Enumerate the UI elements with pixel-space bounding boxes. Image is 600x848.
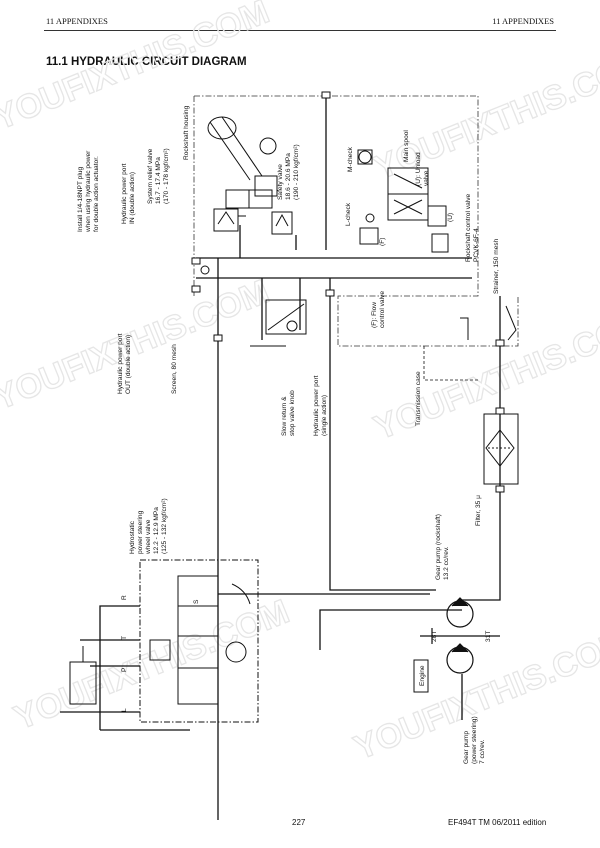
page-title: 11.1 HYDRAULIC CIRCUIT DIAGRAM	[46, 56, 247, 68]
label-main-spool: Main spool	[403, 130, 410, 162]
label-gear-pump-rockshaft: Gear pump (rockshaft) 13.2 cc/rev.	[435, 512, 450, 580]
system-relief-valve	[213, 208, 246, 232]
rockshaft-control-valve	[357, 149, 449, 253]
label-port-l: L	[121, 708, 128, 712]
label-steering-valve: Hydrostatic power steering wheel valve 1…	[129, 498, 168, 555]
engine-box	[413, 659, 429, 693]
label-port-p: P	[121, 667, 128, 672]
svg-text:YOUFIXTHIS.COM: YOUFIXTHIS.COM	[0, 0, 274, 137]
hydraulic-lines	[60, 98, 501, 820]
label-rockshaft-housing: Rockshaft housing	[183, 105, 190, 160]
label-port-out: Hydraulic power port OUT (double action)	[117, 332, 132, 394]
header-rule	[44, 30, 556, 31]
page-number: 227	[292, 818, 306, 827]
label-screen: Screen, 80 mesh	[171, 344, 178, 394]
svg-text:YOUFIXTHIS.COM: YOUFIXTHIS.COM	[0, 273, 274, 418]
label-28t: 28T	[431, 631, 438, 642]
dashed-return-lines	[423, 346, 480, 381]
label-port-r: R	[121, 595, 128, 600]
label-l-check: L-check	[345, 202, 352, 226]
safety-valve	[271, 211, 293, 235]
label-strainer: Strainer, 150 mesh	[493, 238, 500, 294]
label-plug: Install 1/4-18NPT plug when using hydrau…	[77, 149, 100, 233]
label-system-relief-valve: System relief valve 16.7 - 17.4 MPa (170…	[147, 147, 170, 204]
label-31t: 31T	[485, 631, 492, 642]
label-gear-pump-steering: Gear pump (power steering) 7 cc/rev.	[463, 715, 486, 764]
gear-pumps	[420, 597, 500, 674]
slow-return-knob	[250, 299, 307, 347]
header-left: 11 APPENDIXES	[46, 16, 108, 26]
label-slow-return: Slow return & stop valve knob	[281, 390, 296, 436]
label-port-t: T	[121, 636, 128, 640]
label-f-mark: (F)	[379, 238, 386, 246]
label-u-mark: (U)	[447, 213, 454, 222]
label-transmission-case: Transmission case	[415, 371, 422, 426]
transmission-tank	[460, 305, 517, 341]
watermark: YOUFIXTHIS.COM YOUFIXTHIS.COM YOUFIXTHIS…	[0, 0, 600, 768]
svg-text:YOUFIXTHIS.COM: YOUFIXTHIS.COM	[369, 43, 600, 188]
svg-text:YOUFIXTHIS.COM: YOUFIXTHIS.COM	[9, 593, 295, 738]
label-single-action-port: Hydraulic power port (single action)	[313, 374, 328, 436]
label-unload-valve: (U): Unload valve	[415, 150, 430, 186]
rockshaft-housing-boundary	[194, 95, 519, 347]
label-port-in: Hydraulic power port IN (double action)	[121, 162, 136, 224]
label-s-mark: S	[193, 599, 200, 604]
rockshaft-arm	[207, 116, 278, 197]
label-flow-control-valve: (F): Flow control valve	[371, 291, 386, 328]
label-safety-valve: Safety valve 18.6 - 20.6 MPa (190 - 210 …	[277, 144, 300, 200]
rockshaft-cylinder	[225, 189, 273, 209]
filter	[483, 413, 519, 485]
top-port-plug	[321, 91, 331, 99]
steering-cylinder	[69, 646, 97, 705]
couplers	[191, 257, 505, 493]
power-steering-valve	[139, 559, 259, 723]
edition-label: EF494T TM 06/2011 edition	[448, 818, 547, 827]
label-control-valve: Rockshaft control valve PCVK-6F-4	[465, 192, 480, 262]
header-right: 11 APPENDIXES	[492, 16, 554, 26]
label-m-check: M-check	[347, 146, 354, 172]
label-engine: Engine	[419, 665, 426, 686]
label-filter: Filter, 35 μ	[475, 495, 482, 526]
